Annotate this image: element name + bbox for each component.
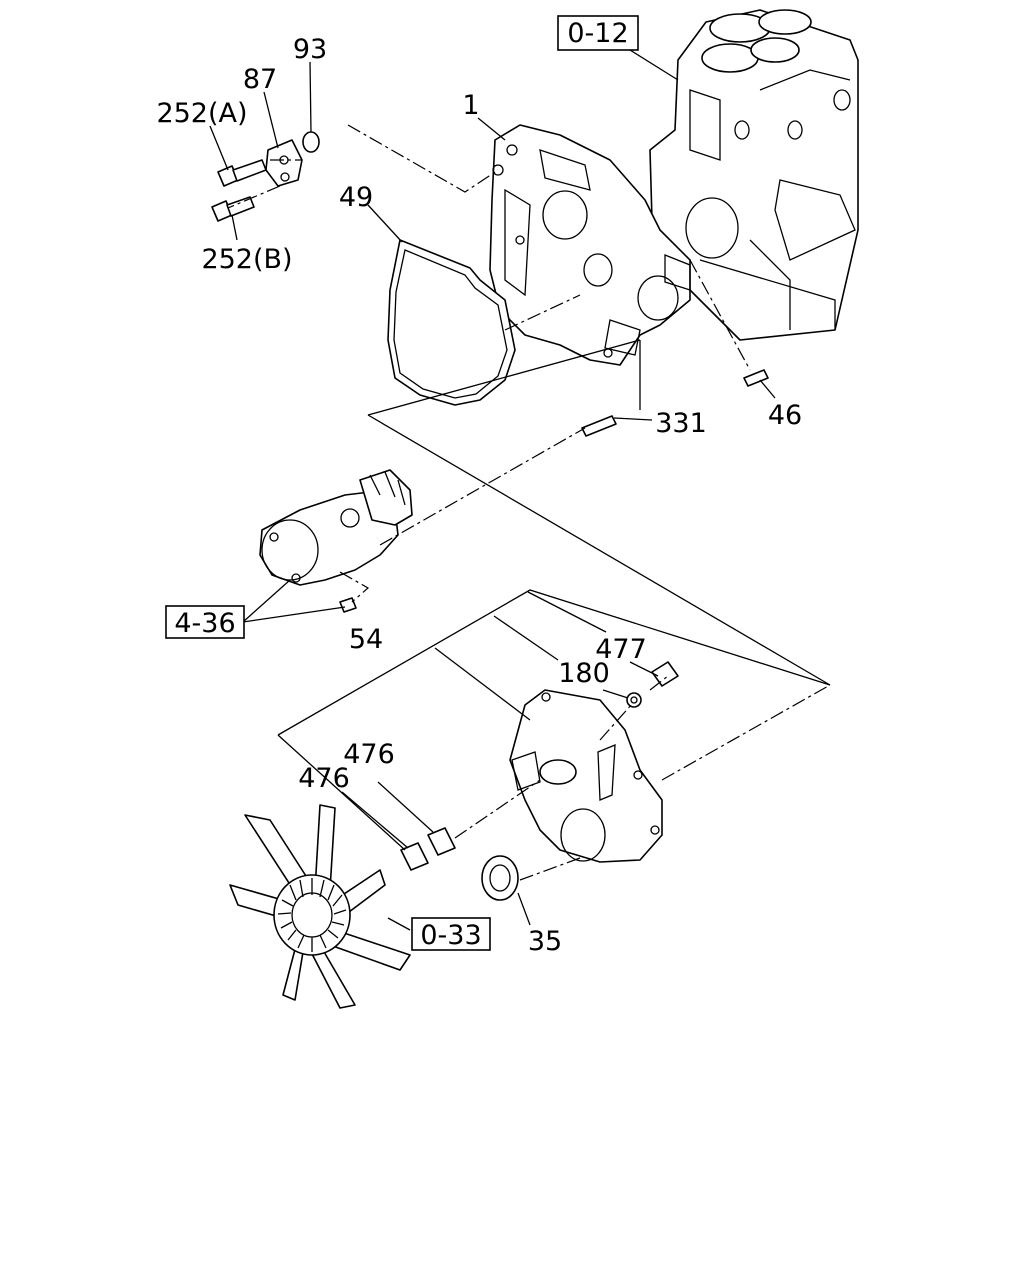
o-ring-93-drawing	[302, 131, 320, 153]
bracket-lines	[277, 339, 831, 851]
callout-477[interactable]: 477	[595, 634, 647, 665]
callout-54[interactable]: 54	[349, 624, 383, 655]
engine-block-drawing	[649, 9, 859, 341]
front-cover-drawing	[509, 689, 663, 863]
bracket-87-drawing	[265, 139, 303, 187]
reference-box-0-12[interactable]: 0-12	[557, 15, 639, 51]
pump-assembly-drawing	[259, 469, 413, 613]
callout-252b[interactable]: 252(B)	[201, 244, 292, 275]
stud-331-drawing	[581, 415, 617, 437]
callout-46[interactable]: 46	[768, 400, 802, 431]
reference-label-4-36: 4-36	[174, 608, 235, 639]
bushing-476-upper-drawing	[427, 827, 456, 856]
plug-477-drawing	[651, 661, 679, 687]
stud-46-drawing	[743, 369, 769, 387]
reference-box-4-36[interactable]: 4-36	[165, 605, 245, 639]
callout-476-upper[interactable]: 476	[343, 739, 395, 770]
washer-180-drawing	[626, 692, 642, 708]
callout-476-lower[interactable]: 476	[298, 763, 350, 794]
callout-1[interactable]: 1	[462, 90, 479, 121]
reference-box-0-33[interactable]: 0-33	[411, 917, 491, 951]
oil-seal-35-drawing	[481, 855, 519, 901]
callout-87[interactable]: 87	[243, 64, 277, 95]
bushing-476-lower-drawing	[400, 842, 429, 871]
reference-label-0-12: 0-12	[567, 18, 628, 49]
callout-93[interactable]: 93	[293, 34, 327, 65]
alignment-center-lines	[227, 124, 831, 881]
callout-49[interactable]: 49	[339, 182, 373, 213]
callout-35[interactable]: 35	[528, 926, 562, 957]
leader-lines	[209, 49, 776, 931]
callout-252a[interactable]: 252(A)	[156, 98, 247, 129]
callout-180[interactable]: 180	[558, 658, 610, 689]
housing-gasket-drawing	[387, 239, 516, 406]
callout-331[interactable]: 331	[655, 408, 707, 439]
reference-label-0-33: 0-33	[420, 920, 481, 951]
cooling-fan-drawing	[229, 804, 411, 1009]
bolt-252a-drawing	[217, 159, 267, 187]
